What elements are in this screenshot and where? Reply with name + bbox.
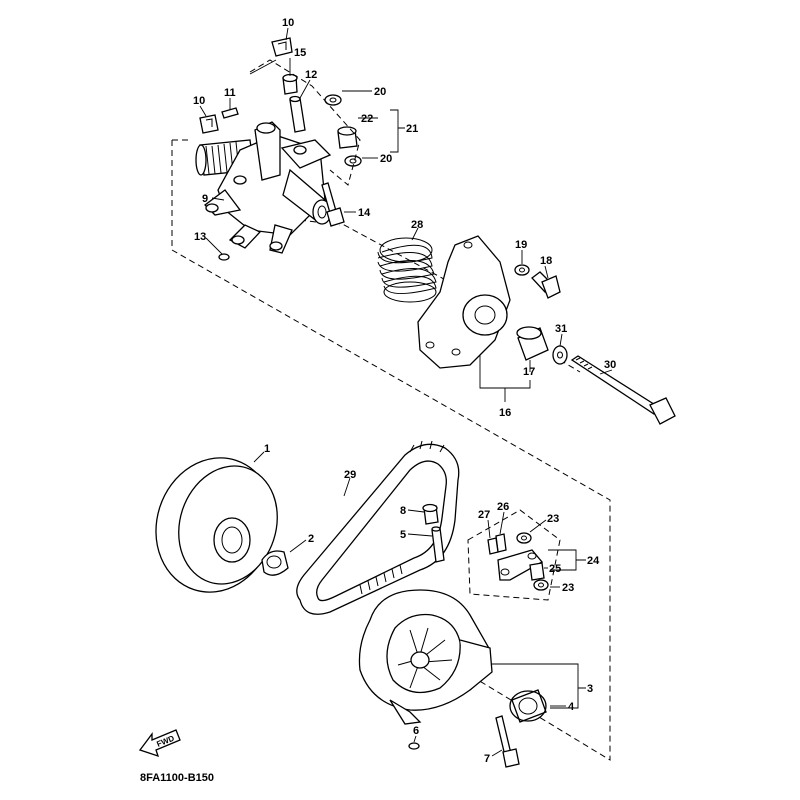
pin-part-11 (221, 107, 239, 119)
callout-12: 12 (305, 69, 317, 81)
bolt-part-18 (531, 271, 561, 299)
callout-7: 7 (484, 753, 490, 765)
forward-arrow-icon: FWD (138, 729, 181, 758)
drive-belt-part-29 (296, 440, 460, 615)
callout-6: 6 (413, 725, 419, 737)
callout-27: 27 (478, 509, 490, 521)
pin-part-5 (431, 526, 445, 563)
group-bracket-upper (249, 59, 361, 186)
callout-2: 2 (308, 533, 314, 545)
pin-part-12 (289, 95, 306, 133)
callout-22: 22 (361, 113, 373, 125)
callout-25: 25 (549, 563, 561, 575)
bearing-part-4 (509, 689, 547, 723)
bushing-part-15 (282, 73, 298, 95)
weight-part-13 (218, 253, 230, 261)
weight-part-6 (408, 742, 420, 750)
callout-26: 26 (497, 501, 509, 513)
callout-23: 23 (562, 582, 574, 594)
callout-20: 20 (374, 86, 386, 98)
roller-arm-part-24 (497, 549, 543, 581)
slider-part-10-upper (271, 37, 293, 57)
callout-24: 24 (587, 555, 600, 567)
bushing-part-17 (516, 326, 549, 361)
callout-20: 20 (380, 153, 392, 165)
callout-18: 18 (540, 255, 552, 267)
drawing-code: 8FA1100-B150 (140, 772, 214, 784)
bushing-part-25 (529, 562, 545, 581)
bushing-part-8 (422, 503, 439, 525)
callout-29: 29 (344, 469, 356, 481)
callout-11: 11 (224, 87, 236, 99)
callout-31: 31 (555, 323, 567, 335)
slider-part-10-left (199, 114, 219, 134)
secondary-spider-part-9 (195, 121, 332, 254)
callout-10: 10 (193, 95, 205, 107)
callout-9: 9 (202, 193, 208, 205)
washer-part-20-upper (324, 94, 342, 106)
callout-5: 5 (400, 529, 406, 541)
callout-4: 4 (568, 701, 575, 713)
washer-part-23-upper (516, 532, 532, 544)
callout-1: 1 (264, 443, 270, 455)
bushing-part-22 (337, 126, 358, 149)
callout-3: 3 (587, 683, 593, 695)
sliding-sheave-part-3 (358, 589, 493, 725)
callout-13: 13 (194, 231, 206, 243)
callout-10: 10 (282, 17, 294, 29)
washer-part-23-lower (533, 579, 549, 591)
callout-8: 8 (400, 505, 406, 517)
callout-16: 16 (499, 407, 511, 419)
washer-part-19 (514, 264, 530, 276)
callout-30: 30 (604, 359, 616, 371)
callout-28: 28 (411, 219, 423, 231)
bolt-part-30 (570, 355, 676, 425)
callout-23: 23 (547, 513, 559, 525)
callout-21: 21 (406, 123, 418, 135)
cam-cover-part-16 (417, 235, 511, 369)
clip-part-2 (261, 550, 289, 576)
bolt-part-14 (321, 182, 345, 227)
spring-part-28 (377, 237, 437, 303)
primary-sheave-part-1 (155, 457, 278, 593)
washer-part-31 (552, 345, 568, 365)
pin-part-27 (487, 537, 499, 555)
leader-lines (199, 27, 613, 757)
callout-labels: 10 15 12 20 22 21 20 10 11 9 14 13 28 19… (193, 17, 616, 765)
callout-19: 19 (515, 239, 527, 251)
callout-14: 14 (358, 207, 371, 219)
bolt-part-7 (495, 715, 520, 768)
callout-15: 15 (294, 47, 306, 59)
callout-17: 17 (523, 366, 535, 378)
